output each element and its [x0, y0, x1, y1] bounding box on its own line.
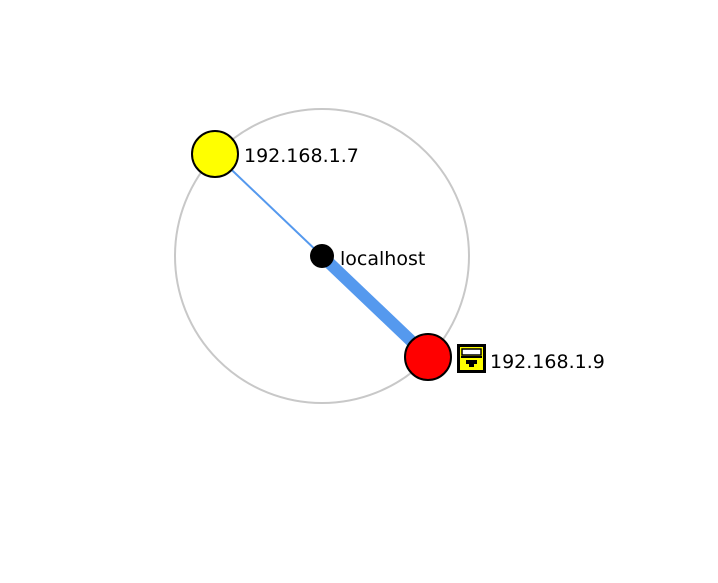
node-192-168-1-7[interactable]: 192.168.1.7 [191, 130, 359, 178]
lock-icon [457, 344, 486, 373]
node-192-168-1-7-label: 192.168.1.7 [244, 145, 359, 167]
node-localhost-circle[interactable] [310, 244, 334, 268]
node-localhost-label: localhost [340, 248, 425, 270]
link-localhost-192-168-1-7 [214, 153, 323, 257]
node-192-168-1-7-circle[interactable] [191, 130, 239, 178]
node-192-168-1-9[interactable]: 192.168.1.9 [404, 333, 605, 381]
orbit-ring [174, 108, 470, 404]
link-localhost-192-168-1-9 [317, 251, 433, 362]
node-192-168-1-9-label: 192.168.1.9 [490, 351, 605, 373]
node-localhost[interactable]: localhost [310, 244, 425, 270]
node-192-168-1-9-circle[interactable] [404, 333, 452, 381]
